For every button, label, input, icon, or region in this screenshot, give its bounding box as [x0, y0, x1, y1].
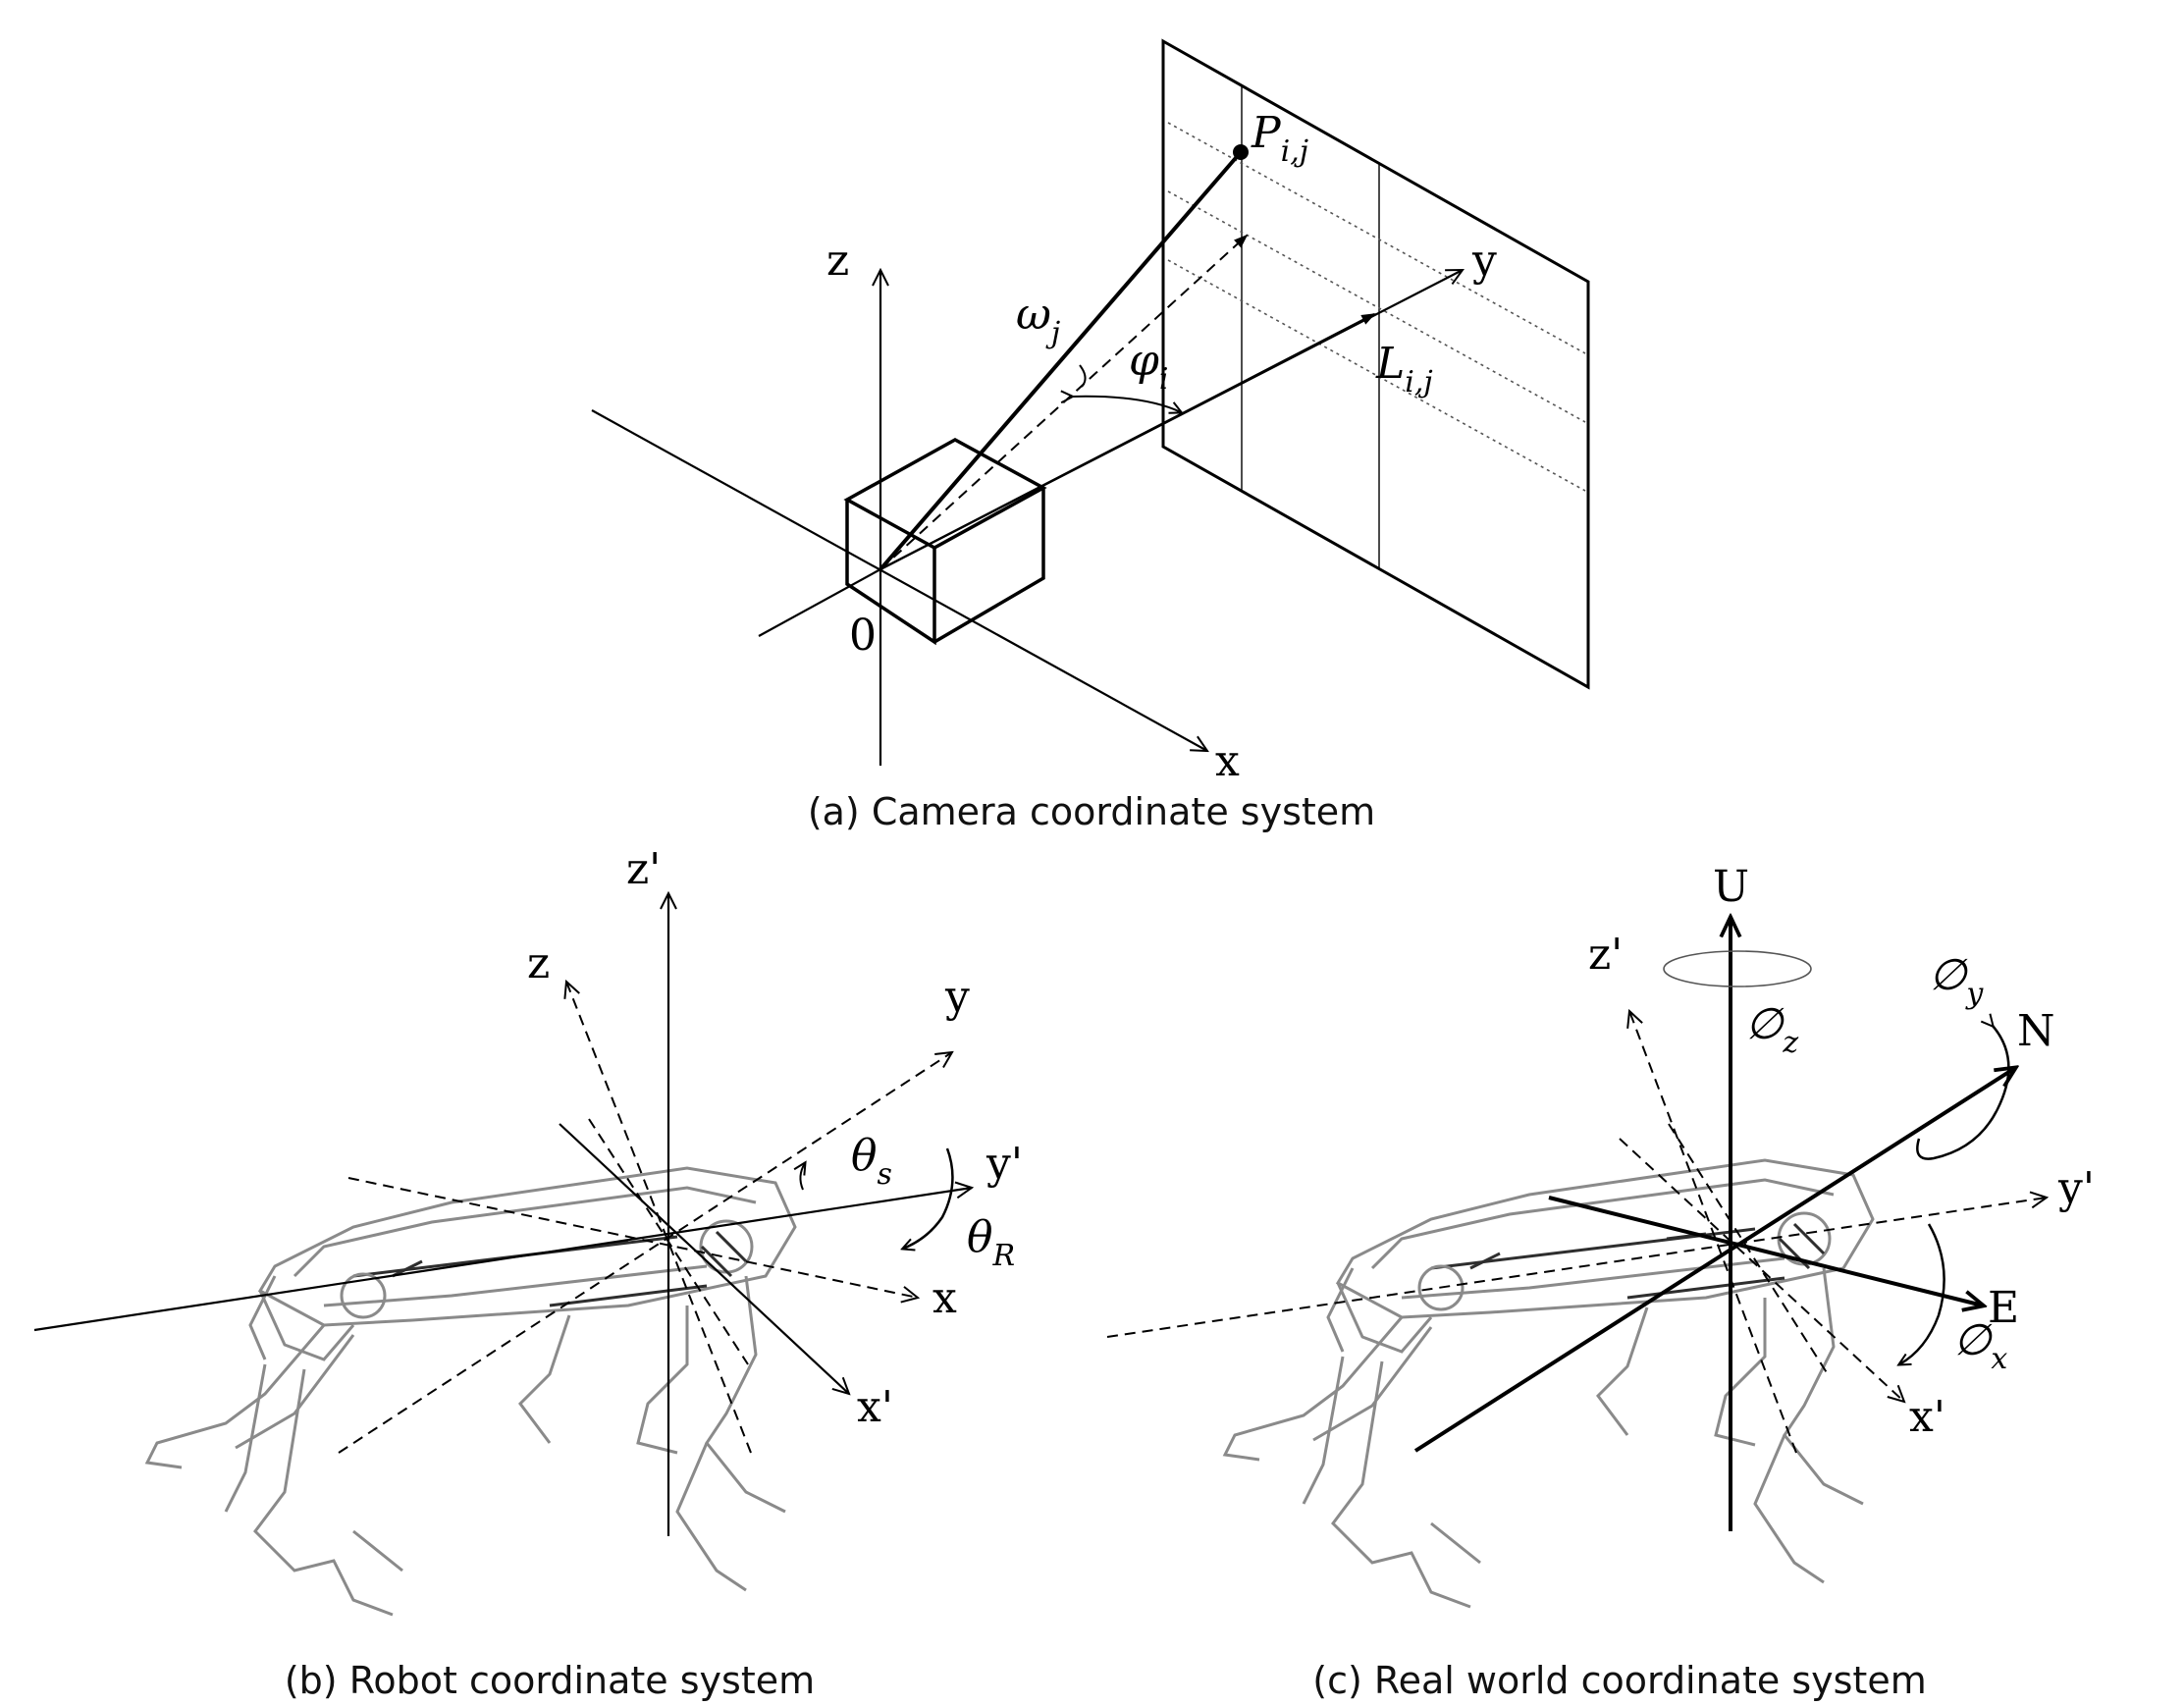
robot-axis-y-prime-label: y' — [985, 1139, 1023, 1189]
camera-panel: z y x 0 Pi,j Li,j ωj φi (a) Camera coord… — [591, 38, 1590, 833]
world-e-axis — [1548, 1196, 1983, 1306]
phi-x-rotation-arc — [1899, 1223, 1945, 1364]
theta-s-arc — [800, 1163, 805, 1191]
robot-x-axis — [347, 1177, 918, 1298]
robot-axis-x-prime-label: x' — [857, 1382, 893, 1432]
point-l-label: Li,j — [1375, 339, 1433, 400]
camera-cube — [843, 438, 1047, 646]
world-y-prime-axis — [1106, 1198, 2047, 1338]
robot-axis-z-prime-label: z' — [626, 844, 661, 894]
point-p — [1233, 144, 1249, 160]
robot-x-prime-axis — [559, 1123, 849, 1394]
camera-depth-line — [758, 568, 881, 637]
robot-panel: z' z y y' x x' θs θR (b) Robot coordinat… — [33, 844, 1023, 1702]
world-panel: U z' N y' E x' ∅z ∅y ∅x (c) Real world c… — [1106, 862, 2095, 1702]
phi-y-rotation-arc — [1916, 1026, 2010, 1160]
camera-origin-label: 0 — [849, 611, 877, 661]
world-axis-y-prime-label: y' — [2057, 1163, 2095, 1213]
theta-r-label: θR — [967, 1212, 1015, 1273]
world-axis-u-label: U — [1713, 862, 1749, 912]
phi-z-rotation-ellipse — [1663, 950, 1812, 987]
robot-dog-image — [1223, 1158, 1875, 1609]
world-axis-x-prime-label: x' — [1909, 1392, 1945, 1442]
robot-caption: (b) Robot coordinate system — [285, 1659, 815, 1702]
phi-x-label: ∅x — [1953, 1315, 2007, 1376]
ray-to-p — [879, 150, 1243, 571]
omega-arc — [1079, 364, 1087, 388]
world-axis-n-label: N — [2017, 1006, 2055, 1056]
robot-y-prime-axis — [33, 1188, 972, 1332]
world-aux-dashed — [1668, 1123, 1829, 1375]
camera-axis-z-label: z — [826, 236, 849, 286]
image-plane-grid-line — [1167, 122, 1586, 354]
camera-x-axis — [591, 409, 1207, 751]
point-p-label: Pi,j — [1251, 108, 1308, 169]
robot-axis-x-label: x — [932, 1273, 957, 1323]
world-axis-e-label: E — [1988, 1283, 2019, 1333]
camera-axis-y-label: y — [1471, 236, 1497, 286]
omega-label: ωj — [1016, 290, 1060, 350]
robot-axis-y-label: y — [944, 972, 970, 1022]
ray-to-l — [879, 313, 1376, 570]
robot-axis-z-label: z — [527, 938, 550, 988]
robot-aux-dashed — [588, 1118, 749, 1365]
phi-z-label: ∅z — [1745, 999, 1798, 1060]
camera-caption: (a) Camera coordinate system — [808, 790, 1375, 833]
image-plane — [1161, 38, 1590, 690]
theta-r-arc — [903, 1147, 954, 1249]
camera-axis-x-label: x — [1215, 736, 1240, 786]
world-z-prime-axis — [1629, 1011, 1797, 1454]
robot-dog-image — [145, 1166, 797, 1617]
phi-label: φi — [1129, 336, 1168, 397]
world-caption: (c) Real world coordinate system — [1312, 1659, 1926, 1702]
phi-y-label: ∅y — [1929, 950, 1984, 1011]
phi-arc — [1072, 397, 1181, 412]
ray-dashed — [879, 234, 1249, 570]
theta-s-label: θs — [851, 1131, 892, 1192]
world-x-prime-axis — [1619, 1138, 1904, 1402]
robot-y-axis — [338, 1052, 952, 1454]
world-n-axis — [1413, 1068, 2015, 1453]
world-axis-z-prime-label: z' — [1588, 930, 1623, 980]
